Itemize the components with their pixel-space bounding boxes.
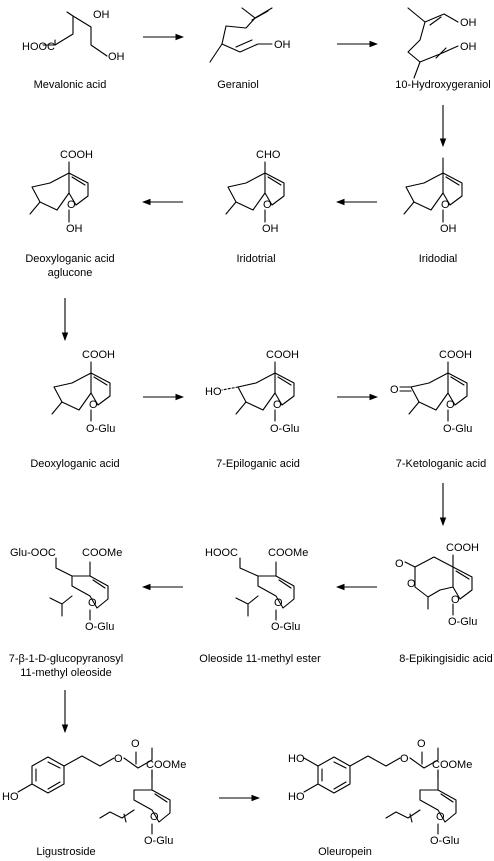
epikingisidic-ring-o-2: O	[451, 594, 460, 606]
oleuropein-oglu: O-Glu	[430, 835, 459, 847]
epikingisidic-cooh: COOH	[446, 542, 479, 554]
iridotrial-cho: CHO	[256, 149, 281, 161]
glucopyranosyl-coome: COOMe	[82, 547, 122, 559]
epiloganic-acid-structure: COOH HO O O-Glu	[205, 349, 299, 435]
label-ketologanic-acid: 7-Ketologanic acid	[396, 458, 487, 470]
iridotrial-ring-o: O	[263, 199, 272, 211]
epikingisidic-acid-structure: COOH O O O O-Glu	[395, 542, 479, 628]
hydroxygeraniol-structure: OH OH	[407, 7, 477, 79]
geraniol-structure: OH	[209, 7, 291, 63]
epiloganic-ho: HO	[205, 386, 222, 398]
deoxyloganic-cooh: COOH	[82, 349, 115, 361]
label-deoxyloganic-aglucone-line2: aglucone	[48, 267, 93, 279]
glucopyranosyl-ring-o: O	[88, 597, 97, 609]
label-geraniol: Geraniol	[217, 79, 259, 91]
oleoside-ester-ring-o: O	[274, 597, 283, 609]
oleoside-ester-hooc: HOOC	[205, 547, 238, 559]
oleuropein-coome: COOMe	[432, 759, 472, 771]
ketologanic-ring-o: O	[446, 399, 455, 411]
iridotrial-oh: OH	[262, 223, 279, 235]
glucopyranosyl-oglu: O-Glu	[85, 621, 114, 633]
label-epikingisidic-acid: 8-Epikingisidic acid	[399, 653, 493, 665]
geraniol-oh: OH	[274, 39, 291, 51]
label-ligustroside: Ligustroside	[36, 846, 95, 858]
iridodial-ring-o: O	[441, 199, 450, 211]
label-deoxyloganic-acid: Deoxyloganic acid	[30, 458, 119, 470]
oleoside-ester-oglu: O-Glu	[271, 621, 300, 633]
ketologanic-oglu: O-Glu	[443, 423, 472, 435]
ketologanic-cooh: COOH	[439, 349, 472, 361]
hydroxygeraniol-oh-1: OH	[460, 17, 477, 29]
deoxyloganic-oglu: O-Glu	[86, 423, 115, 435]
label-iridotrial: Iridotrial	[236, 253, 275, 265]
label-hydroxygeraniol: 10-Hydroxygeraniol	[395, 79, 490, 91]
deoxyloganic-aglucone-structure: COOH O OH	[29, 149, 93, 235]
oleuropein-ring-o: O	[436, 811, 445, 823]
oleuropein-ester-o: O	[400, 753, 409, 765]
oleoside-ester-structure: HOOC COOMe O O-Glu	[205, 547, 308, 633]
label-glucopyranosyl-line2: 11-methyl oleoside	[20, 667, 112, 679]
ligustroside-coome: COOMe	[146, 759, 186, 771]
oleuropein-carbonyl-o: O	[417, 738, 426, 750]
deoxyloganic-aglucone-cooh: COOH	[60, 149, 93, 161]
iridotrial-structure: CHO O OH	[225, 149, 285, 235]
label-epiloganic-acid: 7-Epiloganic acid	[216, 458, 300, 470]
epikingisidic-lactone-o: O	[395, 558, 404, 570]
epiloganic-oglu: O-Glu	[270, 423, 299, 435]
mevalonic-acid-structure: OH HOOC OH	[22, 9, 125, 63]
oleuropein-structure: HO HO O O COOMe O O-Glu	[288, 738, 472, 847]
mevalonic-oh-2: OH	[108, 51, 125, 63]
label-glucopyranosyl-line1: 7-β-1-D-glucopyranosyl	[9, 653, 124, 665]
epiloganic-ring-o: O	[273, 399, 282, 411]
oleuropein-ho-1: HO	[288, 753, 305, 765]
label-oleuropein: Oleuropein	[318, 846, 372, 858]
hydroxygeraniol-oh-2: OH	[460, 41, 477, 53]
ligustroside-carbonyl-o: O	[131, 738, 140, 750]
oleuropein-ho-2: HO	[288, 791, 305, 803]
oleoside-ester-coome: COOMe	[268, 547, 308, 559]
ligustroside-ester-o: O	[114, 753, 123, 765]
label-mevalonic-acid: Mevalonic acid	[34, 79, 107, 91]
ketologanic-acid-structure: COOH O O O-Glu	[390, 349, 472, 435]
epikingisidic-oglu: O-Glu	[448, 616, 477, 628]
ligustroside-ho: HO	[2, 791, 19, 803]
ligustroside-oglu: O-Glu	[144, 835, 173, 847]
label-oleoside-ester: Oleoside 11-methyl ester	[199, 653, 321, 665]
deoxyloganic-acid-structure: COOH O O-Glu	[51, 349, 115, 435]
epiloganic-cooh: COOH	[266, 349, 299, 361]
epikingisidic-ring-o-1: O	[407, 578, 416, 590]
iridodial-structure: O OH	[403, 157, 463, 235]
label-iridodial: Iridodial	[419, 253, 458, 265]
deoxyloganic-ring-o: O	[89, 399, 98, 411]
glucopyranosyl-oleoside-structure: Glu-OOC COOMe O O-Glu	[10, 547, 122, 633]
mevalonic-hooc: HOOC	[22, 41, 55, 53]
deoxyloganic-aglucone-ring-o: O	[67, 199, 76, 211]
ligustroside-ring-o: O	[150, 811, 159, 823]
glucopyranosyl-glu-ooc: Glu-OOC	[10, 547, 56, 559]
ligustroside-structure: HO O O COOMe O O-Glu	[2, 738, 186, 847]
deoxyloganic-aglucone-oh: OH	[66, 223, 83, 235]
label-deoxyloganic-aglucone-line1: Deoxyloganic acid	[25, 253, 114, 265]
iridodial-oh: OH	[440, 223, 457, 235]
mevalonic-oh-1: OH	[93, 9, 110, 21]
ketologanic-keto-o: O	[390, 384, 399, 396]
